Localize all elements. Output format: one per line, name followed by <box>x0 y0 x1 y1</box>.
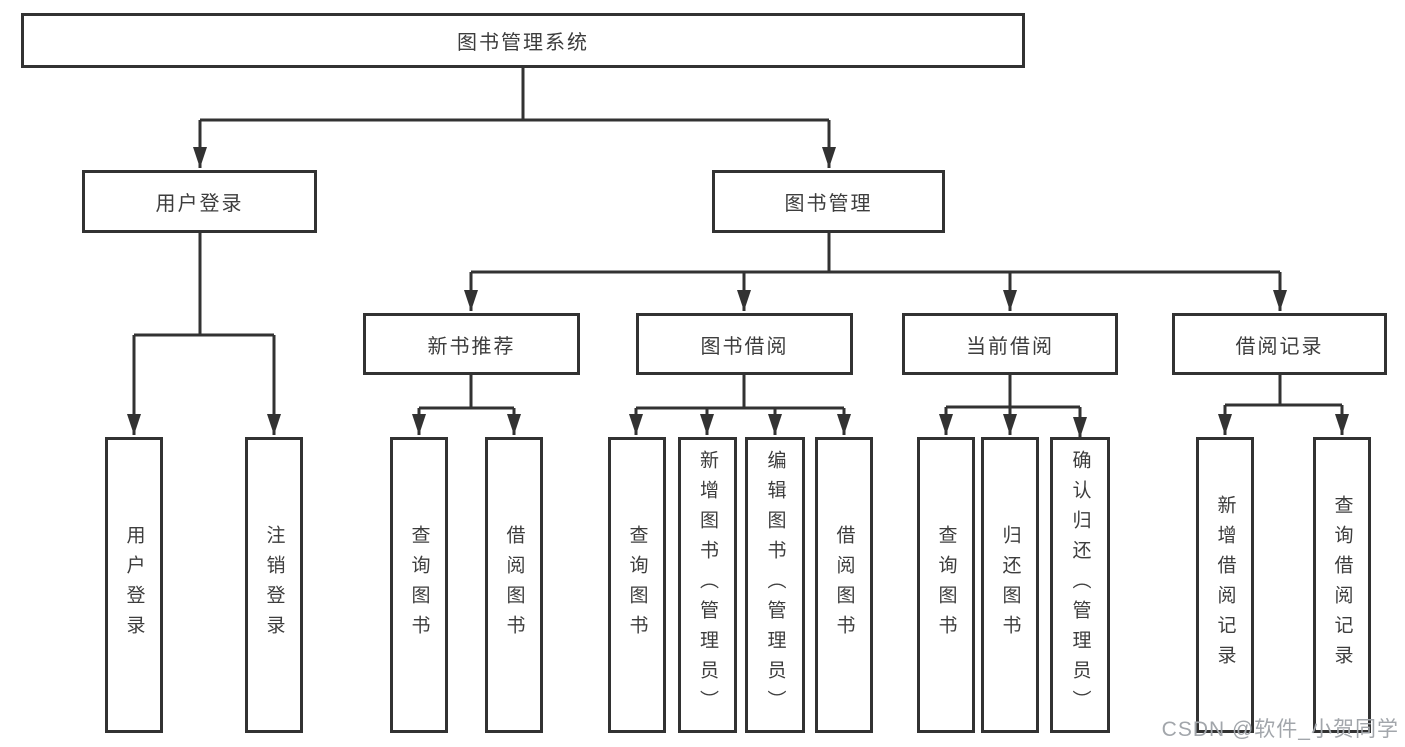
node-current-borrow: 当前借阅 <box>902 313 1118 375</box>
node-book-management: 图书管理 <box>712 170 945 233</box>
connector-new-book-children <box>412 375 521 435</box>
leaf-add-book-admin-label: 新增图书（管理员） <box>697 450 718 720</box>
leaf-borrow-books-recommend: 借阅图书 <box>485 437 543 733</box>
leaf-query-books-borrow: 查询图书 <box>608 437 666 733</box>
leaf-query-books-recommend-label: 查询图书 <box>408 525 430 645</box>
connector-root-to-level2 <box>193 68 836 168</box>
leaf-query-books-recommend: 查询图书 <box>390 437 448 733</box>
node-new-book-recommend-label: 新书推荐 <box>427 335 516 358</box>
leaf-edit-book-admin-label: 编辑图书（管理员） <box>764 450 786 720</box>
leaf-borrow-books: 借阅图书 <box>815 437 873 733</box>
node-book-borrow: 图书借阅 <box>636 313 853 375</box>
watermark: CSDN @软件_小贺同学 <box>1161 718 1399 741</box>
leaf-confirm-return-admin: 确认归还（管理员） <box>1050 437 1110 733</box>
leaf-query-books-borrow-label: 查询图书 <box>626 525 648 645</box>
node-borrow-records: 借阅记录 <box>1172 313 1387 375</box>
leaf-add-borrow-record: 新增借阅记录 <box>1196 437 1254 733</box>
leaf-query-borrow-record: 查询借阅记录 <box>1313 437 1371 733</box>
leaf-return-books: 归还图书 <box>981 437 1039 733</box>
leaf-add-borrow-record-label: 新增借阅记录 <box>1214 495 1236 675</box>
node-root: 图书管理系统 <box>21 13 1025 68</box>
connector-book-borrow-children <box>629 375 851 435</box>
leaf-return-books-label: 归还图书 <box>999 525 1021 645</box>
connector-book-mgmt-to-level3 <box>464 233 1287 311</box>
node-book-borrow-label: 图书借阅 <box>700 335 789 358</box>
connector-borrow-records-children <box>1218 375 1349 435</box>
leaf-borrow-books-label: 借阅图书 <box>833 525 855 645</box>
leaf-add-book-admin: 新增图书（管理员） <box>678 437 737 733</box>
leaf-query-books-current-label: 查询图书 <box>935 525 957 645</box>
leaf-query-borrow-record-label: 查询借阅记录 <box>1331 495 1353 675</box>
leaf-confirm-return-admin-label: 确认归还（管理员） <box>1069 450 1091 720</box>
node-borrow-records-label: 借阅记录 <box>1235 335 1324 358</box>
node-user-login-label: 用户登录 <box>155 193 244 215</box>
leaf-logout-label: 注销登录 <box>263 525 285 645</box>
node-current-borrow-label: 当前借阅 <box>966 335 1054 358</box>
leaf-edit-book-admin: 编辑图书（管理员） <box>745 437 805 733</box>
leaf-borrow-books-recommend-label: 借阅图书 <box>503 525 525 645</box>
leaf-user-login-label: 用户登录 <box>123 525 145 645</box>
node-book-management-label: 图书管理 <box>784 193 873 215</box>
connector-current-borrow-children <box>939 375 1087 438</box>
node-new-book-recommend: 新书推荐 <box>363 313 580 375</box>
leaf-logout: 注销登录 <box>245 437 303 733</box>
leaf-user-login: 用户登录 <box>105 437 163 733</box>
connector-user-login-children <box>127 233 281 435</box>
leaf-query-books-current: 查询图书 <box>917 437 975 733</box>
node-user-login: 用户登录 <box>82 170 317 233</box>
node-root-label: 图书管理系统 <box>457 32 589 54</box>
